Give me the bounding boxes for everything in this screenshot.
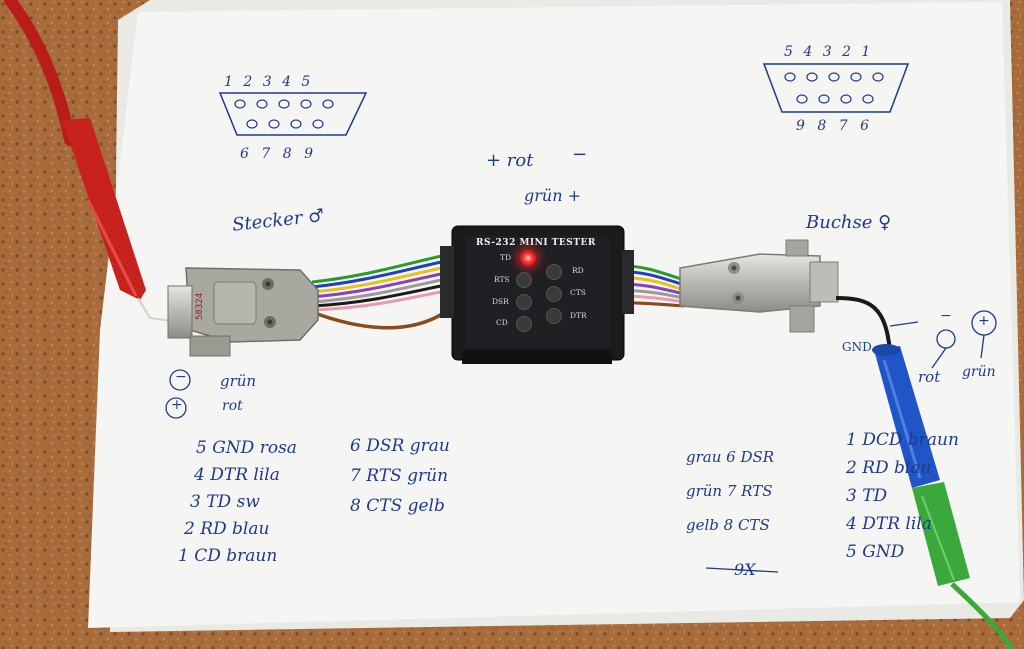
list-item: gelb 8 CTS xyxy=(686,516,770,534)
list-item: 3 TD sw xyxy=(190,492,260,512)
right-gruen: grün xyxy=(962,364,996,380)
led-rd xyxy=(546,264,562,280)
center-plus-rot: + rot xyxy=(486,150,534,171)
list-item: grau 6 DSR xyxy=(686,448,775,466)
female-db9-sketch xyxy=(762,63,910,113)
list-item: 1 CD braun xyxy=(178,546,278,566)
left-gruen: grün xyxy=(220,372,257,390)
mid-pin-list: 6 DSR grau 7 RTS grün 8 CTS gelb xyxy=(350,436,450,526)
list-item: 8 CTS gelb xyxy=(350,496,445,516)
led-label-dtr: DTR xyxy=(570,311,587,320)
female-pins-top: 5 4 3 2 1 xyxy=(784,44,873,60)
left-rot: rot xyxy=(222,398,243,414)
male-pins-bottom: 6 7 8 9 xyxy=(240,146,317,162)
red-test-probe xyxy=(4,0,179,323)
buchse-label: Buchse ♀ xyxy=(806,212,892,233)
right-minus-symbol: − xyxy=(940,308,952,324)
list-item: 5 GND rosa xyxy=(196,438,297,458)
rs232-tester-body xyxy=(440,225,634,364)
right-plus-symbol: + xyxy=(978,313,990,329)
tester-title: RS-232 MINI TESTER xyxy=(476,238,596,248)
male-db9-connector: 58324 xyxy=(167,267,319,357)
led-cts xyxy=(546,286,562,302)
led-label-rts: RTS xyxy=(494,275,510,284)
led-label-td: TD xyxy=(500,253,512,262)
right-pin-list: 1 DCD braun 2 RD blau 3 TD 4 DTR lila 5 … xyxy=(846,430,959,570)
list-item: 6 DSR grau xyxy=(350,436,450,456)
left-polarity-circles xyxy=(165,369,191,419)
led-dtr xyxy=(546,308,562,324)
led-td xyxy=(520,250,536,266)
right-rot: rot xyxy=(918,368,941,386)
list-item: 5 GND xyxy=(846,542,905,562)
dash-line xyxy=(705,567,779,573)
list-item: 7 RTS grün xyxy=(350,466,449,486)
led-label-dsr: DSR xyxy=(492,297,509,306)
black-cable xyxy=(835,296,892,353)
led-dsr xyxy=(516,294,532,310)
left-minus-symbol: − xyxy=(175,369,187,385)
list-item: 1 DCD braun xyxy=(846,430,959,450)
gnd-label: GND xyxy=(842,340,872,354)
list-item: grün 7 RTS xyxy=(686,482,773,500)
list-item: 4 DTR lila xyxy=(846,514,932,534)
list-item: 4 DTR lila xyxy=(194,465,280,485)
blue-test-probe xyxy=(872,344,940,488)
list-item: 2 RD blau xyxy=(846,458,932,478)
right-mid-list: grau 6 DSR grün 7 RTS gelb 8 CTS xyxy=(686,448,774,550)
left-plus-symbol: + xyxy=(171,397,183,413)
svg-text:58324: 58324 xyxy=(195,293,205,320)
led-rts xyxy=(516,272,532,288)
green-test-probe xyxy=(912,482,1015,649)
female-db9-connector xyxy=(679,239,839,333)
male-db9-sketch xyxy=(218,92,368,136)
led-label-rd: RD xyxy=(572,266,584,275)
left-pin-list: 5 GND rosa 4 DTR lila 3 TD sw 2 RD blau … xyxy=(178,438,297,573)
right-polarity-circles xyxy=(889,310,997,369)
led-label-cts: CTS xyxy=(570,288,586,297)
center-gruen-plus: grün + xyxy=(524,186,581,205)
right-mid-footer: 9X xyxy=(734,560,756,579)
list-item: 2 RD blau xyxy=(184,519,270,539)
center-minus: − xyxy=(572,144,588,165)
female-pins-bottom: 9 8 7 6 xyxy=(796,118,873,134)
led-label-cd: CD xyxy=(496,318,508,327)
led-cd xyxy=(516,316,532,332)
list-item: 3 TD xyxy=(846,486,888,506)
male-pins-top: 1 2 3 4 5 xyxy=(224,74,313,90)
